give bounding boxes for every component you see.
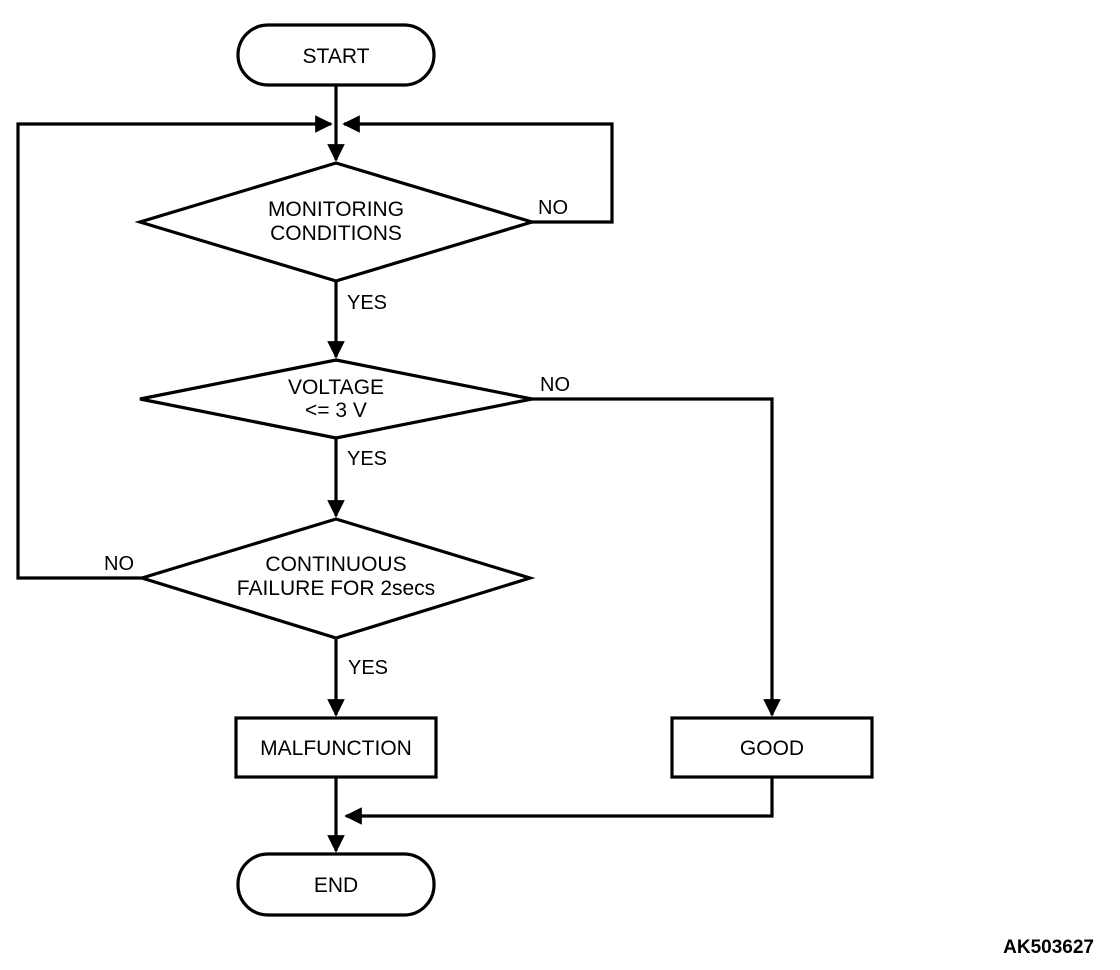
continuous-failure-decision-node: CONTINUOUS FAILURE FOR 2secs [136,517,536,640]
continuous-failure-label-line1: CONTINUOUS [265,553,406,576]
end-node-label: END [314,874,358,897]
voltage-yes-label: YES [347,448,387,470]
continuous-failure-label-line2: FAILURE FOR 2secs [237,577,435,600]
voltage-decision-shape [139,358,533,440]
start-node: START [236,23,436,87]
start-node-shape [236,23,436,87]
malfunction-node-label: MALFUNCTION [260,737,412,760]
edge-continuous-no-loop [16,115,333,580]
figure-code-label: AK503627 [1003,937,1094,958]
monitoring-decision-node: MONITORING CONDITIONS [134,161,538,283]
malfunction-node-shape [234,716,438,779]
edge-labels-layer: NO YES NO YES NO YES [104,197,570,679]
edge-good-to-end-join [344,777,774,825]
monitoring-decision-label-line2: CONDITIONS [270,222,402,245]
monitoring-no-label: NO [538,197,568,219]
continuous-yes-label: YES [348,657,388,679]
good-node-shape [670,716,874,779]
nodes-layer: START MONITORING CONDITIONS VOLTAGE <= 3… [134,23,874,917]
voltage-decision-label-line2: <= 3 V [305,399,367,422]
edge-voltage-no [532,397,781,717]
continuous-failure-decision-shape [136,517,536,640]
good-node-label: GOOD [740,737,804,760]
edge-monitoring-no-loop [342,115,614,224]
voltage-decision-label-line1: VOLTAGE [288,376,384,399]
monitoring-decision-shape [134,161,538,283]
continuous-no-label: NO [104,553,134,575]
start-node-label: START [303,45,370,68]
monitoring-yes-label: YES [347,292,387,314]
end-node: END [236,852,436,917]
edges-layer [16,85,781,853]
voltage-decision-node: VOLTAGE <= 3 V [139,358,533,440]
malfunction-node: MALFUNCTION [234,716,438,779]
voltage-no-label: NO [540,374,570,396]
monitoring-decision-label-line1: MONITORING [268,198,404,221]
end-node-shape [236,852,436,917]
good-node: GOOD [670,716,874,779]
